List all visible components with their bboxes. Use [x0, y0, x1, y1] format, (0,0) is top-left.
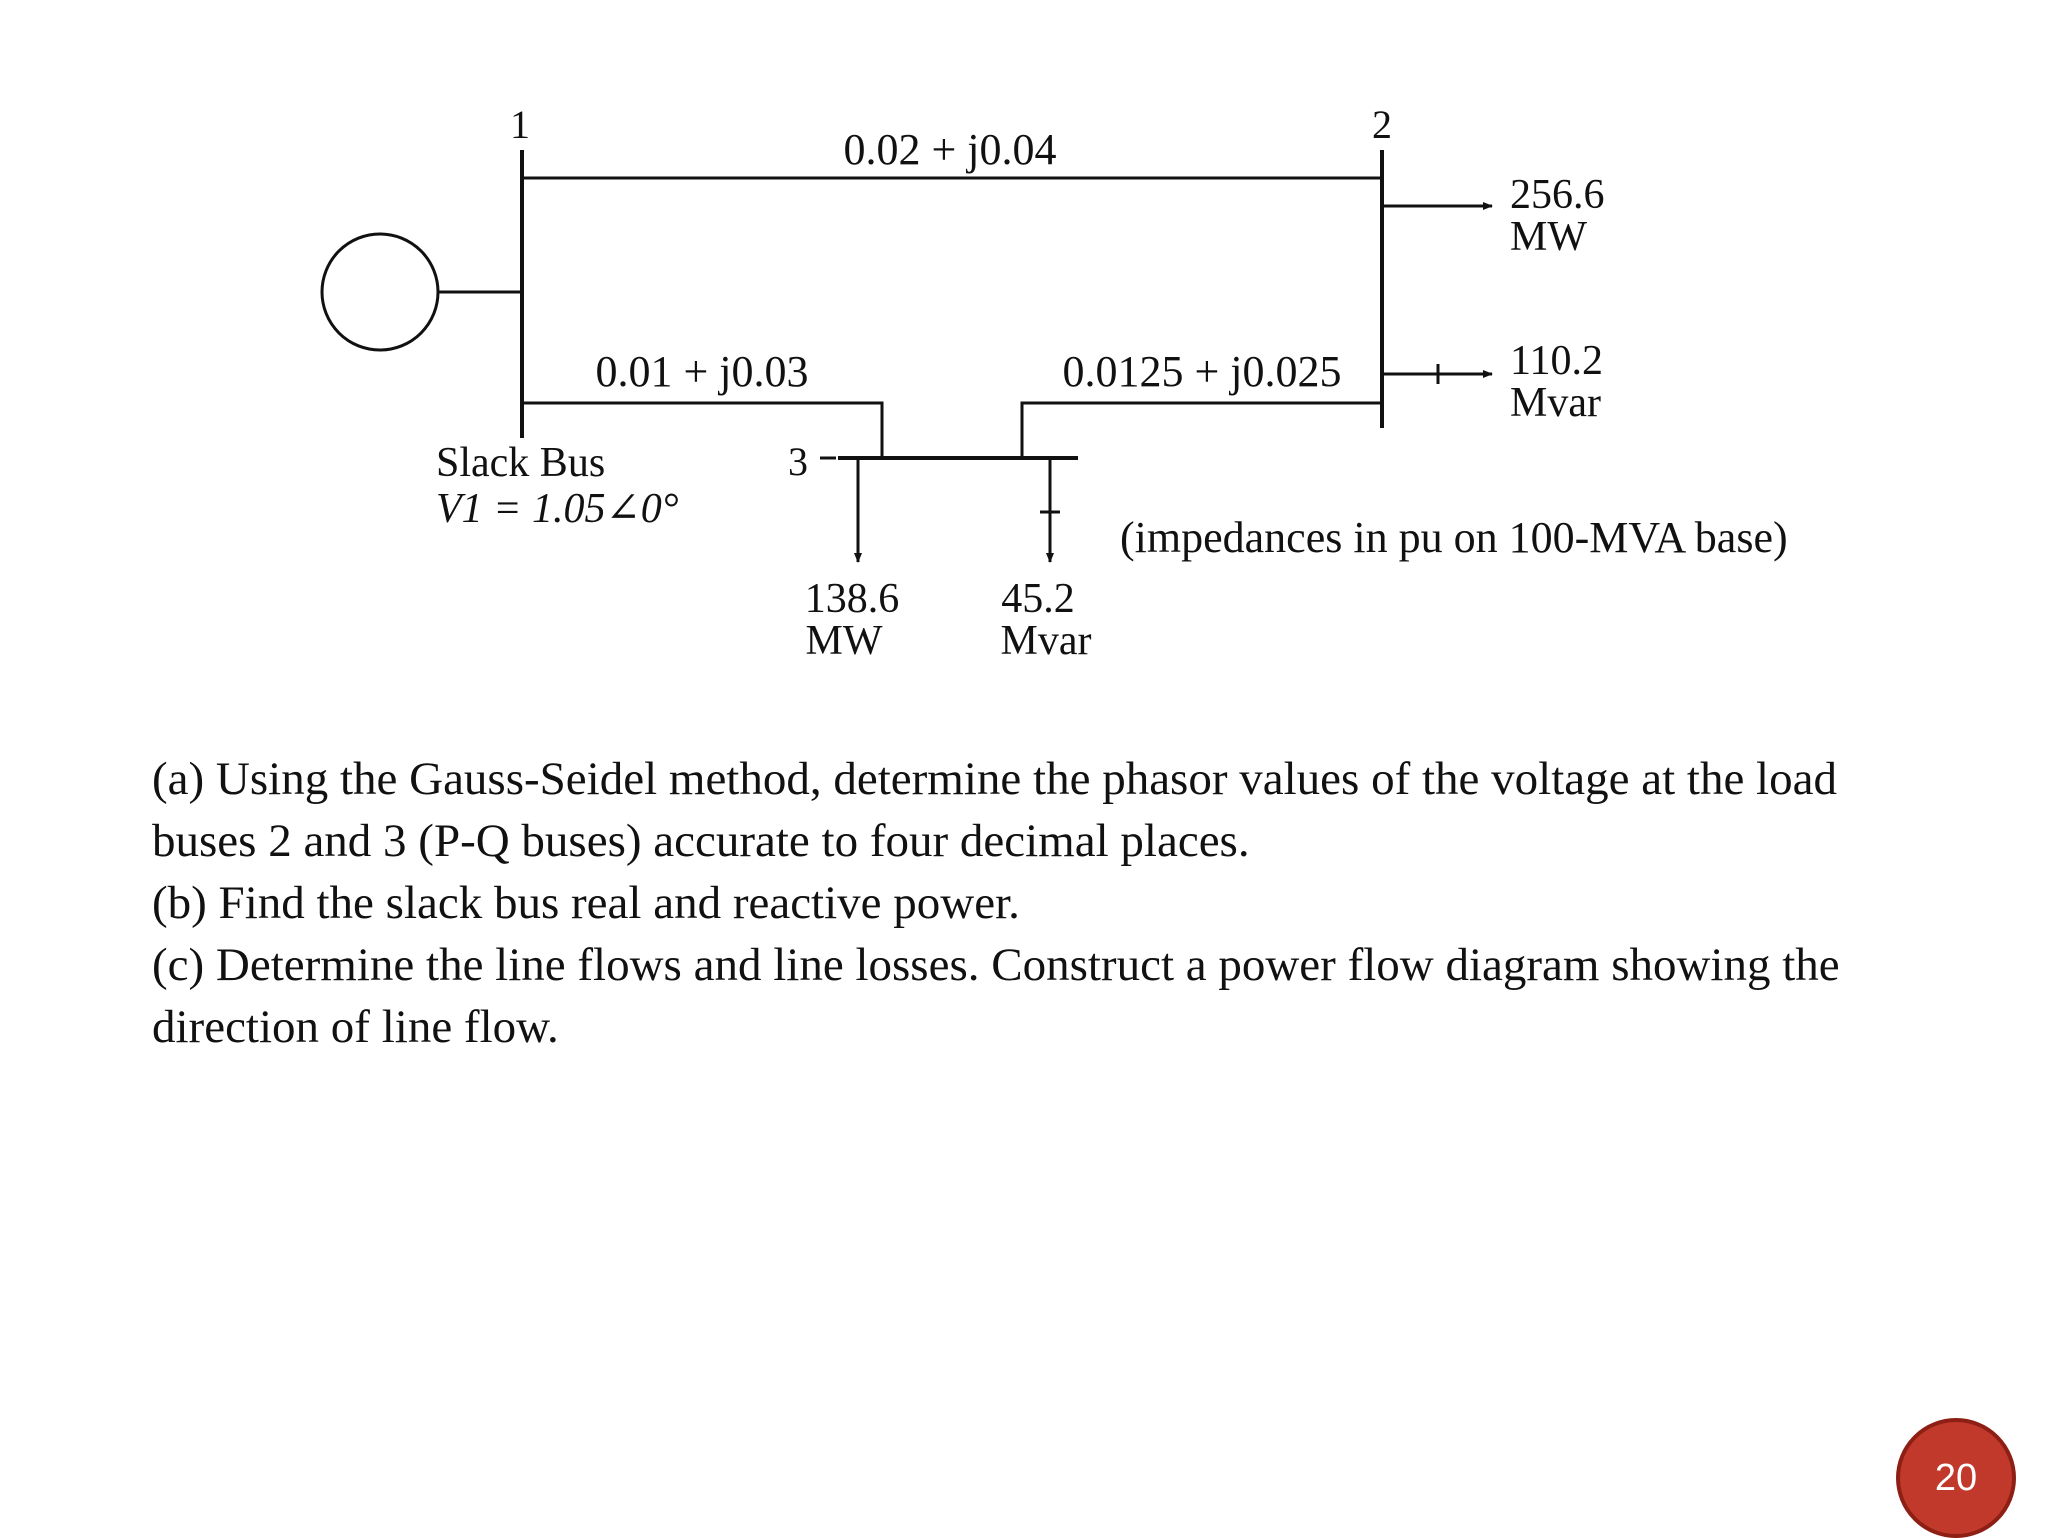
slack-bus-voltage: V1 = 1.05∠0° [436, 486, 679, 532]
line-1-2-impedance: 0.02 + j0.04 [843, 125, 1056, 174]
page-number-badge: 20 [1896, 1418, 2016, 1538]
line-2-3 [1020, 401, 1382, 458]
bus-3-number: 3 [788, 439, 808, 484]
line-1-3-impedance: 0.01 + j0.03 [595, 347, 808, 396]
bus-3-p-value: 138.6 [805, 576, 900, 622]
impedance-base-note: (impedances in pu on 100-MVA base) [1120, 513, 1788, 562]
slack-bus-label: Slack Bus [436, 440, 605, 486]
bus-2-q-unit: Mvar [1510, 380, 1601, 426]
question-a: (a) Using the Gauss-Seidel method, deter… [152, 753, 1837, 867]
problem-questions: (a) Using the Gauss-Seidel method, deter… [152, 748, 1932, 1058]
question-b: (b) Find the slack bus real and reactive… [152, 877, 1020, 929]
line-2-3-impedance: 0.0125 + j0.025 [1062, 347, 1341, 396]
line-1-3 [522, 401, 884, 458]
bus-3-q-unit: Mvar [1001, 618, 1092, 664]
bus-2-p-value: 256.6 [1510, 172, 1605, 218]
bus-1-number: 1 [510, 102, 530, 147]
bus-2-p-unit: MW [1510, 214, 1587, 260]
bus-3-q-value: 45.2 [1001, 576, 1075, 622]
generator-symbol [320, 232, 440, 352]
bus-2-q-value: 110.2 [1510, 338, 1603, 384]
power-system-one-line-diagram: 1 2 0.02 + j0.04 0.01 + j0.03 0.0125 + j… [320, 102, 1788, 664]
bus-3-p-unit: MW [806, 618, 883, 664]
bus-2-number: 2 [1372, 102, 1392, 147]
question-c: (c) Determine the line flows and line lo… [152, 939, 1840, 1053]
